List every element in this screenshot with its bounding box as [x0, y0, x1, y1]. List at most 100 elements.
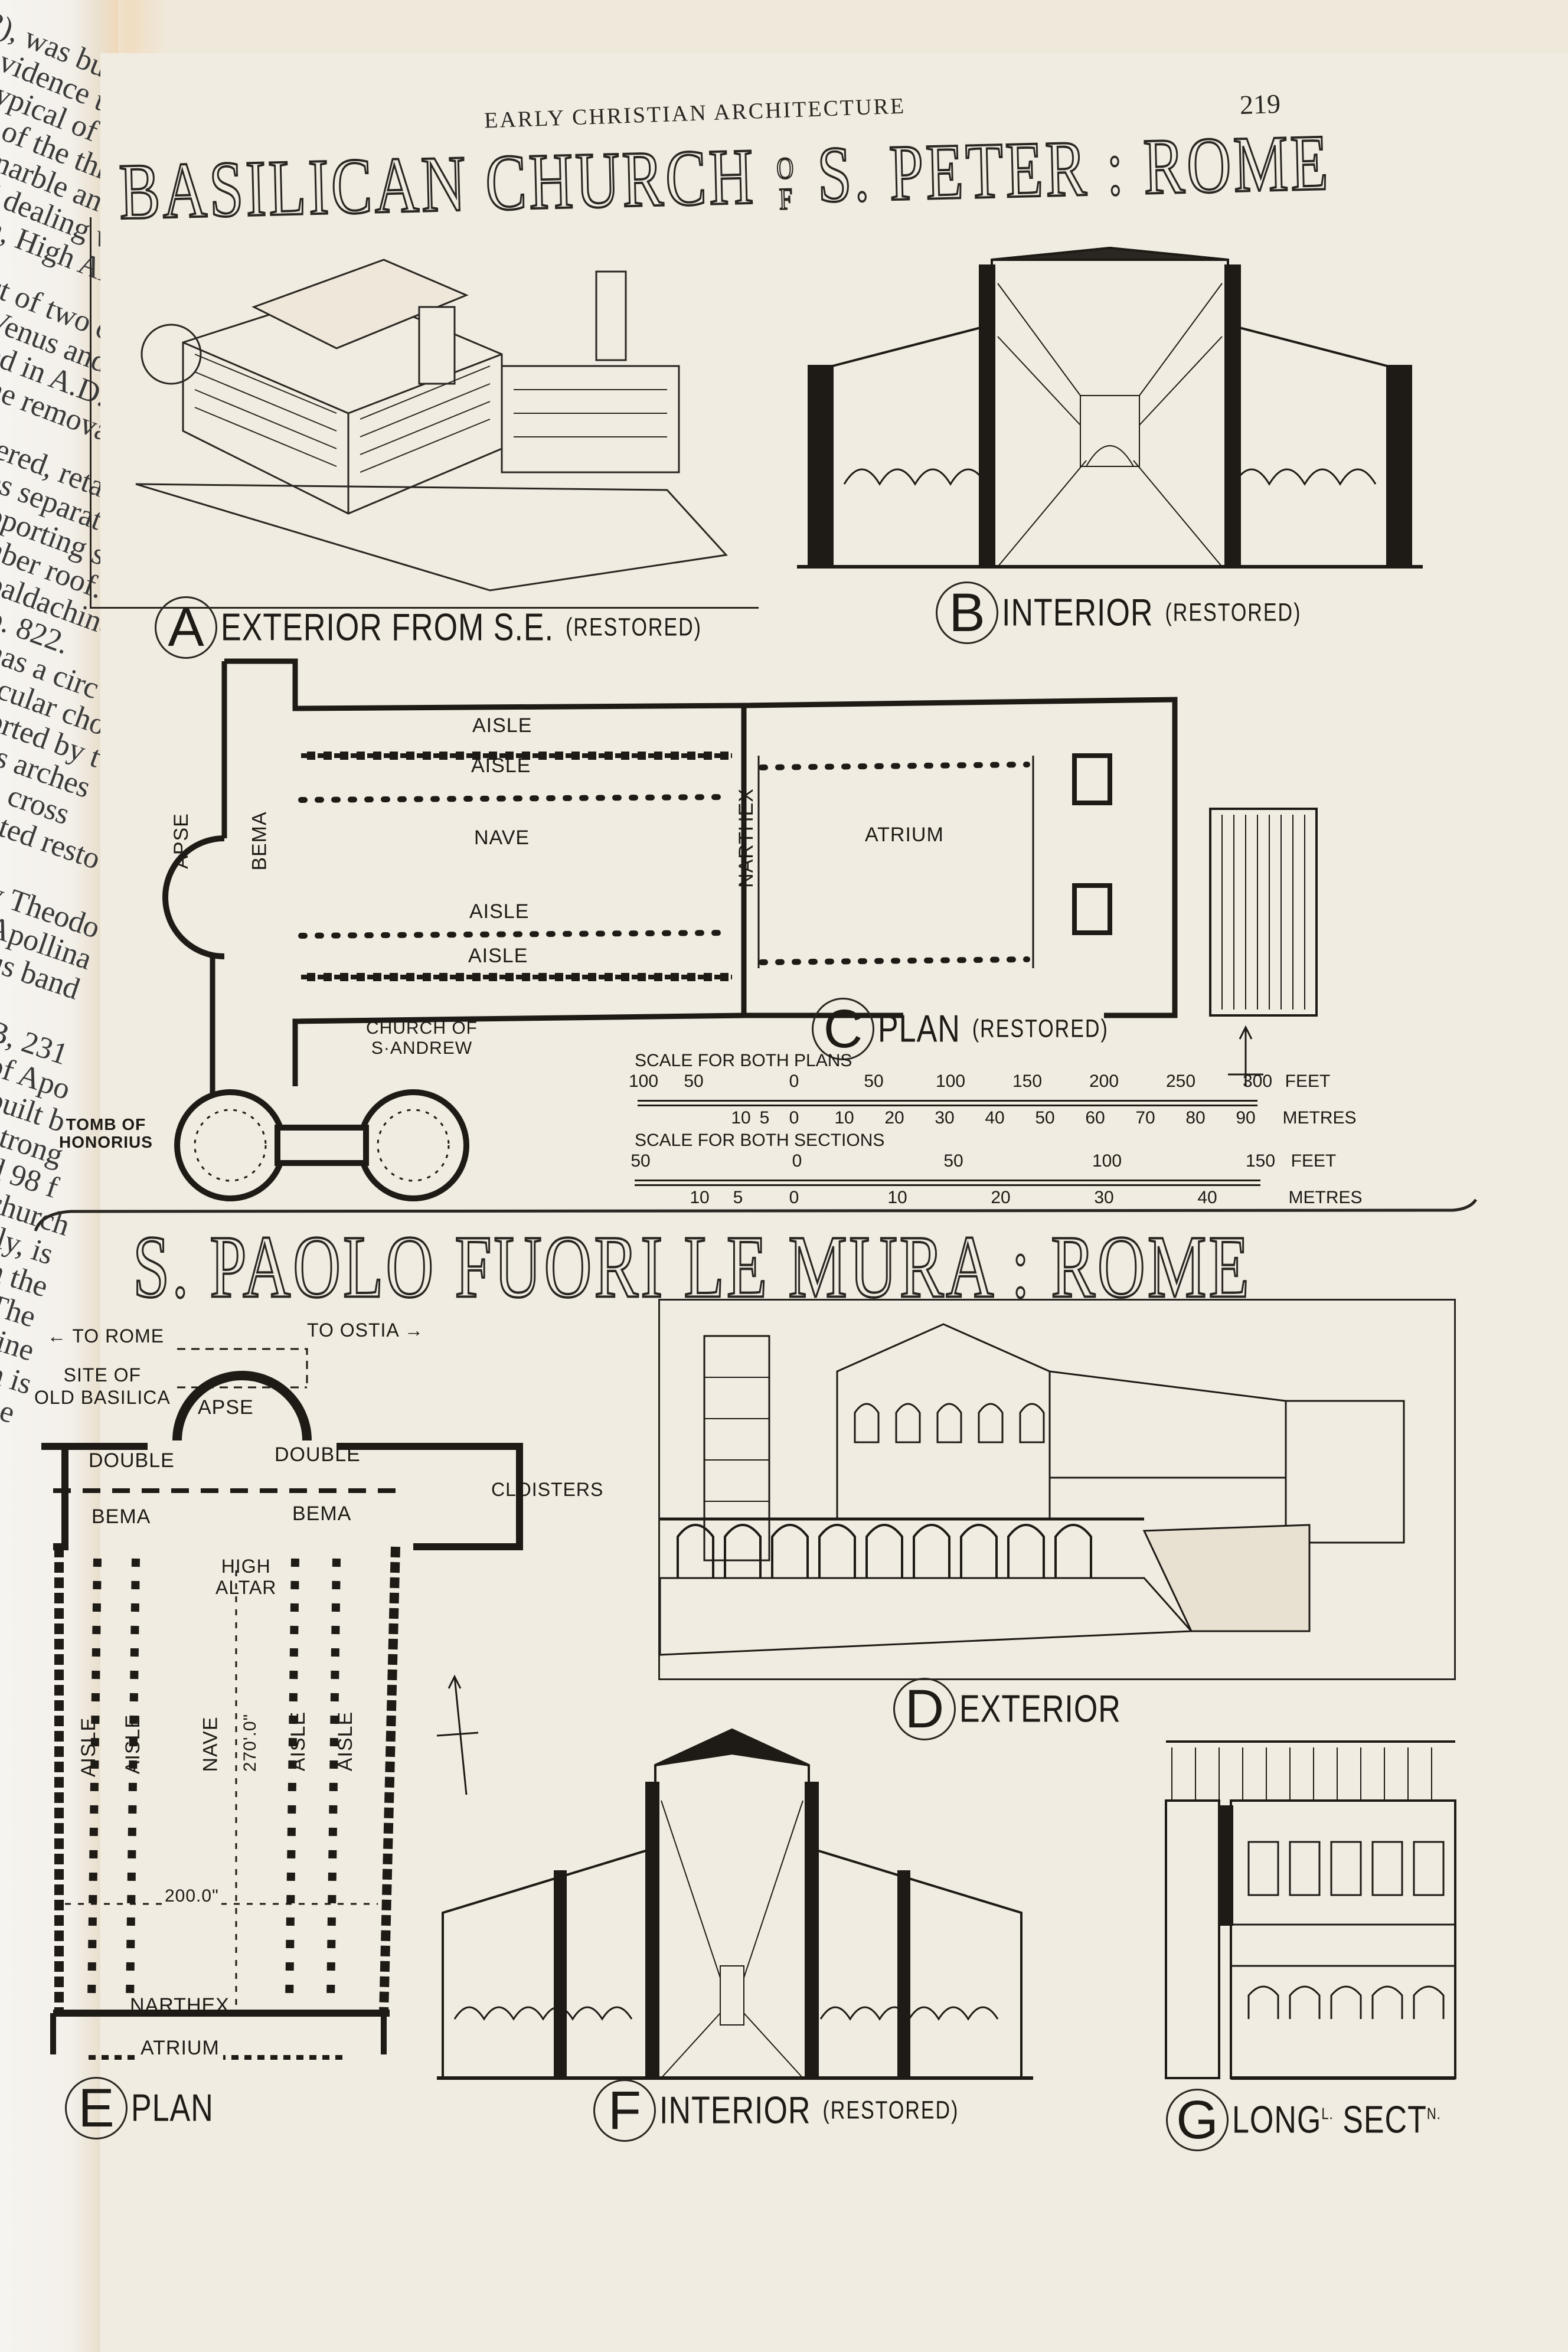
- scale-line: [638, 1100, 1257, 1102]
- exterior-sketch-a: [135, 259, 728, 592]
- plan-c-label-aisle-2: AISLE: [471, 754, 531, 777]
- scale-line: [638, 1105, 1257, 1106]
- interior-section-b: [797, 246, 1423, 569]
- scale-feet-tick: 250: [1165, 1072, 1196, 1091]
- scale-metre-tick: 70: [1135, 1108, 1155, 1128]
- scale-feet-tick: 50: [631, 1151, 651, 1171]
- figure-g-caption: G LONGL. SECTN.: [1166, 2089, 1441, 2151]
- section-divider-rule: [34, 1198, 1478, 1231]
- scale-metre-tick: 5: [759, 1108, 770, 1128]
- figure-a-caption: A EXTERIOR FROM S.E. (RESTORED): [155, 596, 702, 659]
- plan-e-label-bema-right: BEMA: [292, 1502, 352, 1525]
- scale-feet-tick: 100: [628, 1072, 659, 1091]
- scale-metre-tick: 0: [789, 1188, 799, 1207]
- scale-feet-tick: 50: [943, 1151, 963, 1171]
- plan-c-label-church-of-s-andrew: CHURCH OF S·ANDREW: [366, 1018, 478, 1058]
- plan-e-label-high-altar: HIGH ALTAR: [215, 1556, 277, 1598]
- scale-metre-tick: 50: [1035, 1108, 1055, 1128]
- page-number: 219: [1239, 88, 1281, 120]
- plan-e-label-nave: NAVE: [199, 1716, 222, 1772]
- plan-e-label-to-ostia: TO OSTIA →: [307, 1319, 424, 1341]
- figure-letter-e: E: [65, 2077, 128, 2139]
- plan-c-label-narthex: NARTHEX: [734, 788, 757, 888]
- plan-c-label-atrium: ATRIUM: [865, 824, 944, 846]
- figure-letter-c: C: [812, 998, 874, 1060]
- section-title-s-paolo: S. PAOLO FUORI LE MURA : ROME: [132, 1217, 1252, 1318]
- scale-metre-tick: 20: [884, 1108, 904, 1128]
- scale-feet-tick: 150: [1245, 1151, 1276, 1171]
- scale-metre-tick: 10: [731, 1108, 751, 1128]
- figure-e-caption: E PLAN: [65, 2077, 214, 2139]
- figure-a-exterior-drawing: [90, 217, 759, 609]
- scale-metre-tick: 60: [1085, 1108, 1105, 1128]
- scale-feet-tick: 100: [1092, 1151, 1122, 1171]
- figure-letter-f: F: [593, 2079, 656, 2142]
- plan-e-label-apse: APSE: [198, 1396, 254, 1419]
- scale-metre-tick: 10: [834, 1108, 854, 1128]
- scale-metre-tick: 80: [1185, 1108, 1206, 1128]
- scale-feet-tick: 150: [1012, 1072, 1043, 1091]
- figure-letter-a: A: [155, 596, 217, 659]
- figure-letter-b: B: [936, 582, 998, 644]
- plan-e-label-bema-left: BEMA: [92, 1505, 151, 1528]
- figure-letter-g: G: [1166, 2089, 1229, 2151]
- scale-line: [635, 1184, 1260, 1186]
- plan-e-s-paolo: [41, 1348, 523, 2060]
- plan-c-label-tomb-of-honorius: TOMB OF HONORIUS: [59, 1115, 153, 1151]
- scale-sections-title: SCALE FOR BOTH SECTIONS: [635, 1131, 885, 1150]
- plan-e-label-aisle-2: AISLE: [122, 1714, 145, 1775]
- plan-e-label-narthex: NARTHEX: [130, 1994, 230, 2017]
- plan-c-label-nave: NAVE: [474, 827, 530, 849]
- plan-e-label-double-right: DOUBLE: [275, 1443, 361, 1466]
- plan-e-label-cloisters: CLOISTERS: [491, 1479, 604, 1500]
- scale-metre-tick: 0: [789, 1108, 799, 1128]
- scale-feet-tick: 100: [935, 1072, 966, 1091]
- plan-e-label-aisle-3: AISLE: [287, 1711, 310, 1772]
- plan-e-label-site-of-old-basilica: SITE OF OLD BASILICA: [34, 1364, 171, 1408]
- plan-c-label-aisle-3: AISLE: [469, 900, 530, 923]
- scale-feet-tick: 300: [1242, 1072, 1273, 1091]
- scale-feet-unit: FEET: [1291, 1151, 1337, 1171]
- scale-metre-tick: 40: [1197, 1188, 1217, 1207]
- scale-metre-tick: 5: [733, 1188, 743, 1207]
- scale-feet-tick: 50: [864, 1072, 884, 1091]
- figure-f-caption: F INTERIOR (RESTORED): [593, 2079, 959, 2142]
- plan-e-label-length-dim: 270'.0": [240, 1713, 260, 1772]
- scale-metre-unit: METRES: [1288, 1188, 1363, 1207]
- figure-b-caption: B INTERIOR (RESTORED): [936, 582, 1301, 644]
- figure-letter-d: D: [893, 1678, 956, 1740]
- scale-plans-title: SCALE FOR BOTH PLANS: [635, 1051, 852, 1070]
- plan-e-label-double-left: DOUBLE: [89, 1449, 175, 1472]
- scale-metre-tick: 10: [887, 1188, 907, 1207]
- scale-metre-unit: METRES: [1282, 1108, 1357, 1128]
- plan-c-label-bema: BEMA: [248, 811, 271, 871]
- longitudinal-section-g: [1165, 1740, 1456, 2080]
- plan-c-label-apse: APSE: [169, 813, 192, 869]
- plan-e-label-atrium: ATRIUM: [137, 2037, 223, 2060]
- plan-c-label-aisle-1: AISLE: [472, 714, 533, 737]
- scale-line: [635, 1180, 1260, 1181]
- facing-page-text-fragment: 3), was built byevidence that ittypical …: [0, 0, 118, 2352]
- scale-metre-tick: 30: [1094, 1188, 1114, 1207]
- scale-feet-tick: 200: [1089, 1072, 1119, 1091]
- plan-e-label-width-dim: 200.0": [162, 1886, 221, 1906]
- scale-feet-unit: FEET: [1285, 1072, 1331, 1091]
- scale-feet-tick: 50: [684, 1072, 704, 1091]
- plan-e-label-to-rome: ← TO ROME: [47, 1325, 165, 1347]
- scale-metre-tick: 10: [690, 1188, 710, 1207]
- scale-metre-tick: 30: [935, 1108, 955, 1128]
- figure-d-caption: D EXTERIOR: [893, 1678, 1121, 1740]
- plan-c-s-peter: [162, 658, 1318, 1201]
- figure-c-caption: C PLAN (RESTORED): [812, 998, 1109, 1060]
- scale-metre-tick: 40: [985, 1108, 1005, 1128]
- plan-e-label-aisle-1: AISLE: [77, 1717, 100, 1778]
- plan-c-label-aisle-4: AISLE: [468, 945, 528, 967]
- scale-metre-tick: 90: [1236, 1108, 1256, 1128]
- scale-feet-tick: 0: [792, 1151, 802, 1171]
- facing-page-line: se: [0, 1390, 19, 1430]
- scale-feet-tick: 0: [789, 1072, 799, 1091]
- interior-section-f: [437, 1728, 1033, 2080]
